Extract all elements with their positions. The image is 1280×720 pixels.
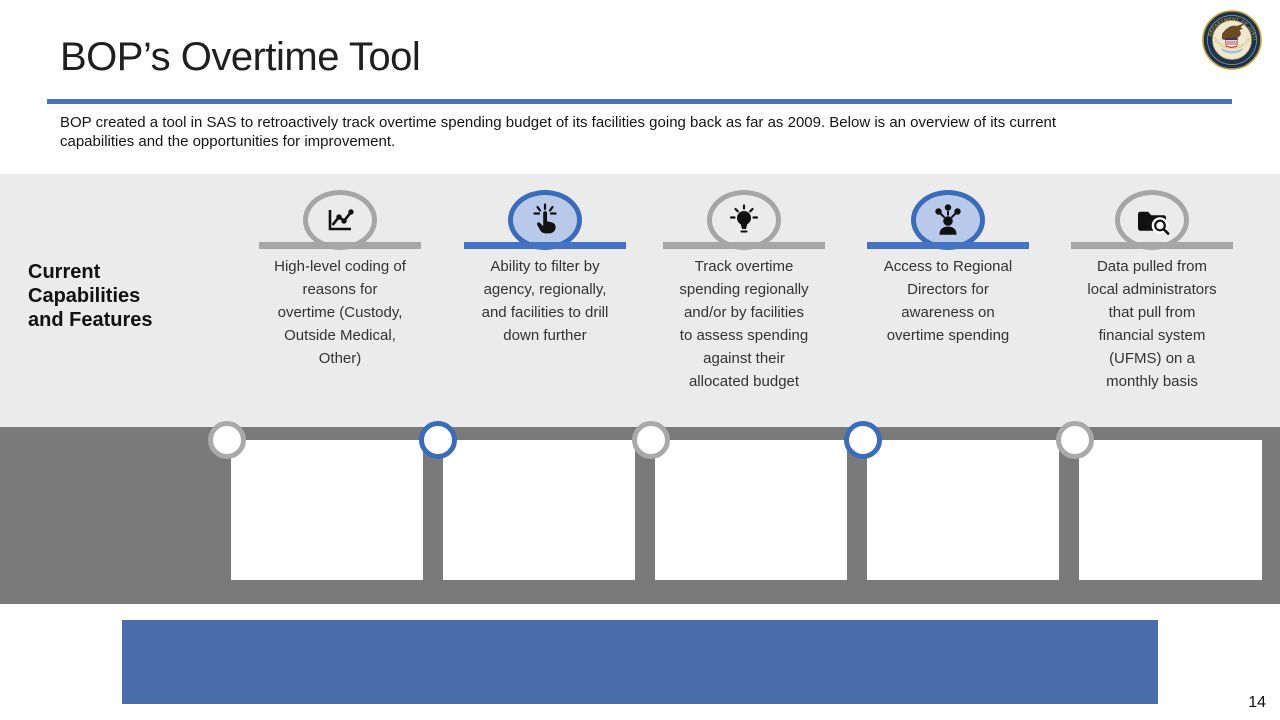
accent-bar xyxy=(663,242,825,249)
timeline-marker xyxy=(632,421,670,459)
lightbulb-icon xyxy=(707,190,781,250)
timeline-marker xyxy=(844,421,882,459)
capability-column-coding: High-level coding of reasons for overtim… xyxy=(259,174,421,427)
accent-bar xyxy=(464,242,626,249)
capability-text: Access to Regional Directors for awarene… xyxy=(883,258,1013,344)
timeline-marker xyxy=(208,421,246,459)
timeline-marker xyxy=(1056,421,1094,459)
person-network-icon xyxy=(911,190,985,250)
folder-search-icon xyxy=(1115,190,1189,250)
bottom-blue-panel xyxy=(122,620,1158,704)
title-divider xyxy=(47,99,1232,104)
section-label: Current Capabilities and Features xyxy=(28,261,153,331)
capability-column-track: Track overtime spending regionally and/o… xyxy=(663,174,825,427)
capability-text: Ability to filter by agency, regionally,… xyxy=(481,258,609,344)
accent-bar xyxy=(259,242,421,249)
slide-subtitle: BOP created a tool in SAS to retroactive… xyxy=(60,114,1057,150)
page-title: BOP’s Overtime Tool xyxy=(60,35,421,79)
timeline-card xyxy=(231,440,423,580)
timeline-marker xyxy=(419,421,457,459)
capability-column-data: Data pulled from local administrators th… xyxy=(1071,174,1233,427)
click-hand-icon xyxy=(508,190,582,250)
capability-text: High-level coding of reasons for overtim… xyxy=(274,258,406,367)
capability-text: Data pulled from local administrators th… xyxy=(1087,258,1217,390)
timeline-card xyxy=(443,440,635,580)
capabilities-section: Current Capabilities and Features High-l… xyxy=(0,174,1280,427)
doj-bop-seal-icon: DEPARTMENT OF JUSTICE FEDERAL BUREAU OF … xyxy=(1202,10,1262,70)
page-number: 14 xyxy=(1248,694,1266,711)
timeline-card xyxy=(867,440,1059,580)
capability-column-filter: Ability to filter by agency, regionally,… xyxy=(464,174,626,427)
timeline-band xyxy=(0,421,1280,604)
accent-bar xyxy=(1071,242,1233,249)
timeline-card xyxy=(655,440,847,580)
accent-bar xyxy=(867,242,1029,249)
timeline-card xyxy=(1079,440,1262,580)
capability-column-access: Access to Regional Directors for awarene… xyxy=(867,174,1029,427)
capability-text: Track overtime spending regionally and/o… xyxy=(679,258,809,390)
line-chart-icon xyxy=(303,190,377,250)
